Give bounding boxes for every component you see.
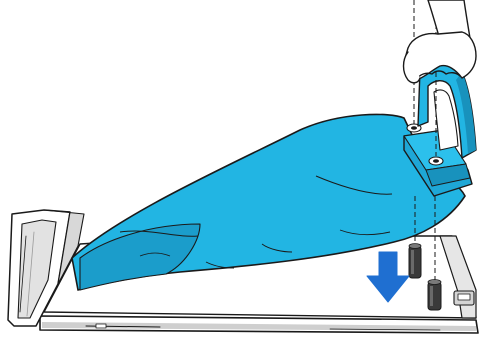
rail-slot bbox=[96, 324, 106, 328]
guide-pin-icon bbox=[428, 280, 441, 311]
guide-pin-icon bbox=[409, 244, 421, 278]
